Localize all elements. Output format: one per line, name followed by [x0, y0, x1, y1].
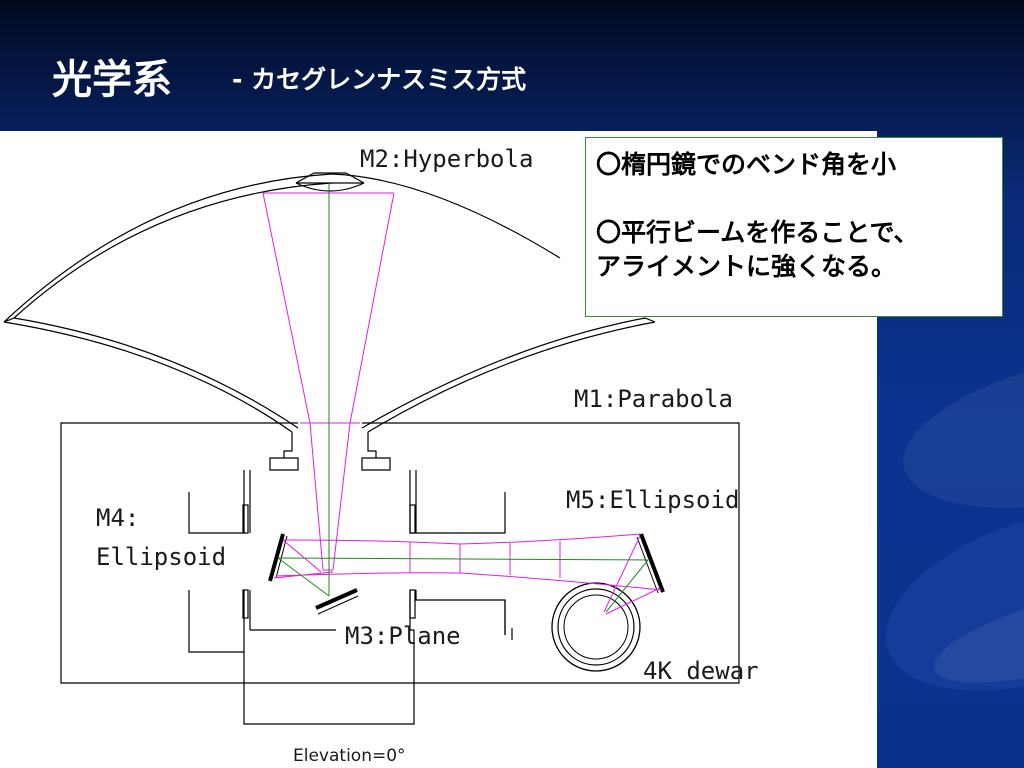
label-m2-hyperbola: M2:Hyperbola: [360, 145, 533, 173]
label-4k-dewar: 4K dewar: [643, 657, 759, 685]
optics-diagram-svg: M2:Hyperbola M1:Parabola M4: Ellipsoid M…: [3, 145, 759, 766]
m3-plane-mirror: [315, 588, 359, 615]
slide-title: 光学系: [52, 57, 172, 103]
note-spacer: [596, 182, 994, 216]
background-swoosh: [889, 324, 1024, 536]
note-line-2: 〇平行ビームを作ることで、: [596, 218, 919, 247]
notes-callout: 〇楕円鏡でのベンド角を小 〇平行ビームを作ることで、 アライメントに強くなる。: [585, 137, 1003, 317]
m5-ellipsoid-mirror: [636, 533, 665, 594]
slide-subtitle: - カセグレンナスミス方式: [232, 65, 527, 94]
note-line-1: 〇楕円鏡でのベンド角を小: [596, 150, 897, 179]
label-elevation: Elevation=0°: [293, 746, 406, 766]
beam-path: [262, 192, 663, 615]
label-m3-plane: M3:Plane: [345, 622, 461, 650]
background-swoosh: [863, 474, 1024, 726]
nasmyth-structure: [60, 422, 740, 725]
m1-primary-dish: [3, 173, 656, 433]
optical-axis: [277, 183, 649, 613]
label-m4-line1: M4:: [96, 504, 139, 532]
label-m5-ellipsoid: M5:Ellipsoid: [566, 486, 739, 514]
label-m1-parabola: M1:Parabola: [574, 385, 733, 413]
m4-ellipsoid-mirror: [268, 533, 288, 582]
dewar-4k: [551, 582, 641, 672]
m2-secondary-mirror: [295, 172, 365, 192]
label-m4-line2: Ellipsoid: [96, 543, 226, 571]
note-line-3: アライメントに強くなる。: [596, 252, 897, 281]
background-swoosh: [925, 567, 1024, 703]
